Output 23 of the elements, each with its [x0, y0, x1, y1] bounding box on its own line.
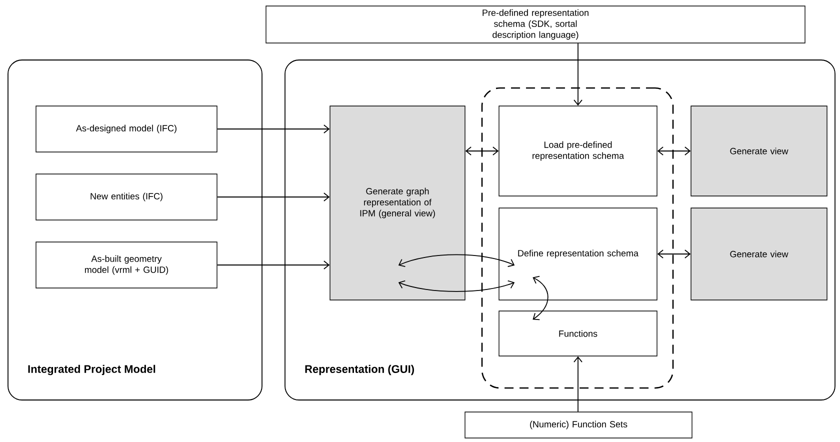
arrow	[657, 250, 691, 258]
process-box: Pre-defined representation schema (SDK, sortal description language)	[266, 6, 806, 44]
process-box: Load pre-defined representation schema	[498, 106, 658, 196]
process-box: Generate view	[690, 106, 828, 196]
arrow	[465, 146, 499, 156]
arrow	[574, 356, 582, 412]
arrow	[398, 254, 515, 267]
process-box: Functions	[498, 310, 658, 356]
arrow	[216, 124, 330, 134]
arrow	[216, 260, 330, 270]
process-box: Generate graph representation of IPM (general view)	[330, 106, 466, 300]
arrow	[398, 280, 515, 292]
arrow	[657, 146, 691, 156]
process-box: As-designed model (IFC)	[36, 106, 218, 152]
dashed-group-outline	[481, 87, 674, 389]
process-box: As-built geometry model (vrml + GUID)	[36, 242, 218, 288]
arrow	[574, 42, 582, 106]
process-box: Generate view	[690, 208, 828, 300]
arrow	[216, 192, 330, 202]
arrow	[532, 276, 548, 320]
process-box: (Numeric) Function Sets	[464, 412, 692, 438]
process-box: Define representation schema	[498, 208, 658, 300]
process-box: New entities (IFC)	[36, 174, 218, 220]
